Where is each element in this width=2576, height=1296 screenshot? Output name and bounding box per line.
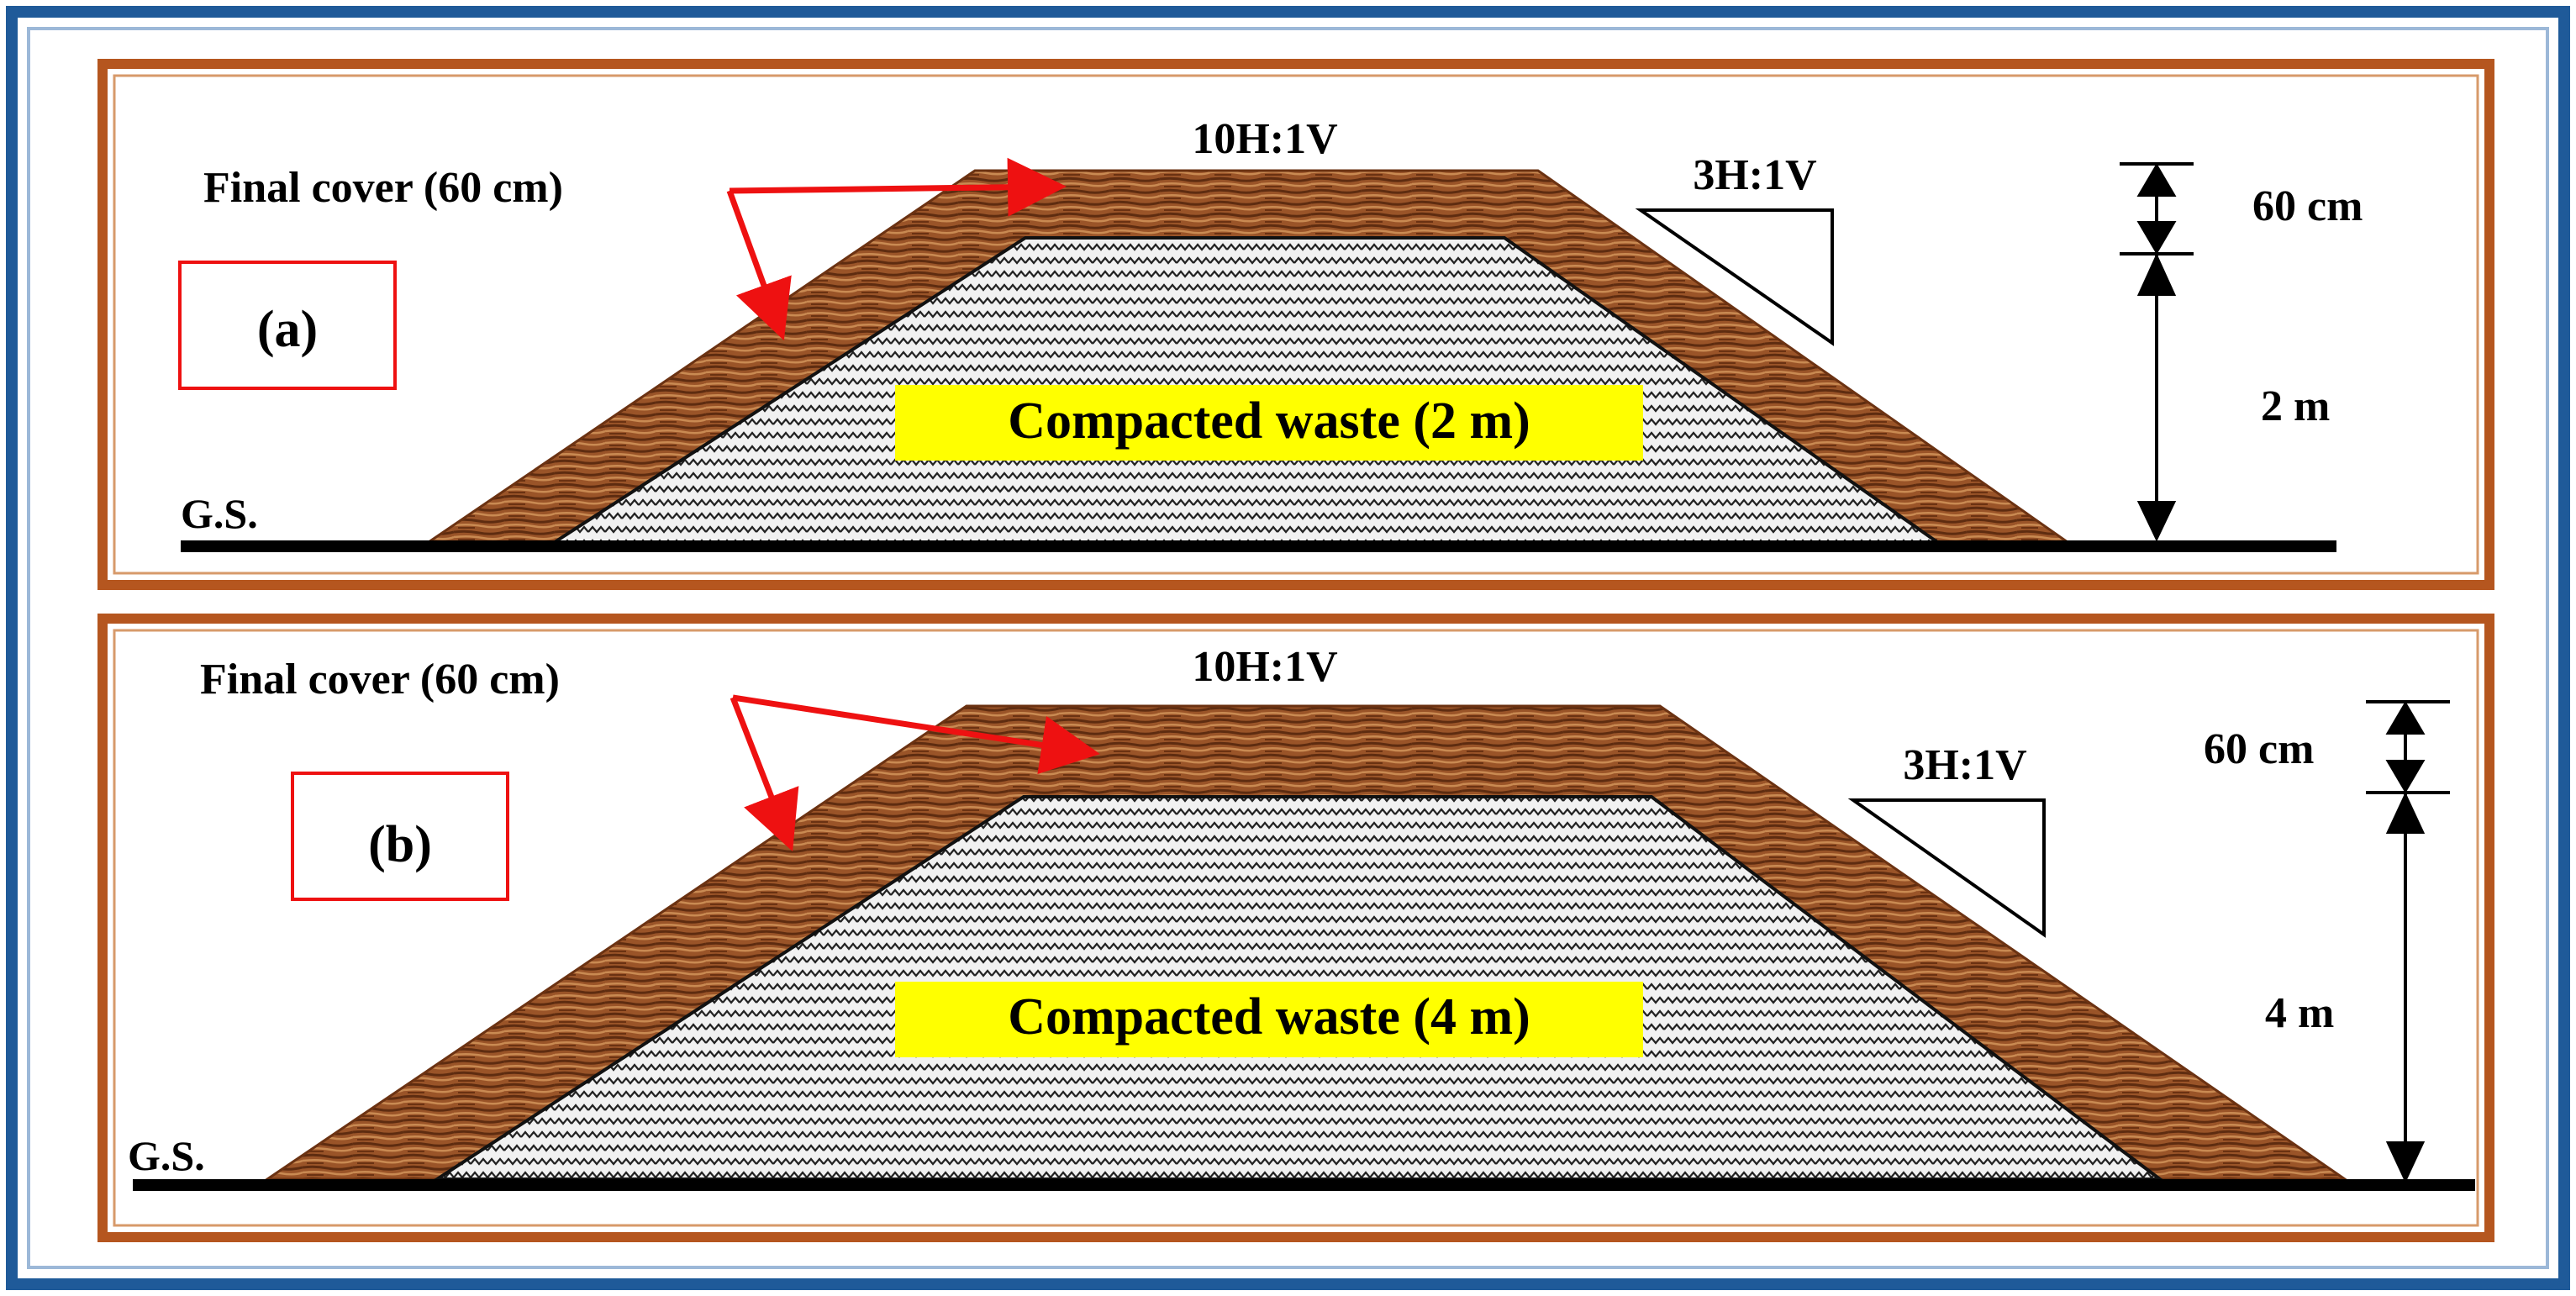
side-slope-label: 3H:1V (1903, 741, 2026, 789)
waste-label: Compacted waste (4 m) (1008, 988, 1530, 1046)
cover-thickness-label: 60 cm (2204, 725, 2314, 773)
side-slope-triangle (1847, 798, 2046, 938)
ground-surface-label: G.S. (181, 490, 258, 537)
panel-label-box (178, 261, 397, 390)
final-cover-arrow-top (729, 157, 1067, 217)
height-dimension (2366, 700, 2450, 1183)
final-cover-label: Final cover (60 cm) (203, 164, 563, 212)
cover-thickness-label: 60 cm (2252, 182, 2363, 230)
waste-label: Compacted waste (2 m) (1008, 392, 1530, 450)
waste-height-label: 4 m (2265, 989, 2334, 1037)
top-slope-label: 10H:1V (1192, 115, 1337, 163)
side-slope-label: 3H:1V (1693, 151, 1816, 199)
panel-label: (a) (257, 301, 318, 358)
panel-label: (b) (368, 816, 432, 873)
panel-b-frame-inner (113, 629, 2479, 1227)
panel-a-frame-inner (113, 74, 2479, 575)
panel-b: G.S. (b) Final cover (60 cm) 10H:1V 3H:1… (97, 614, 2494, 1242)
panel-label-box (291, 772, 509, 901)
final-cover-arrow-slope (726, 189, 792, 341)
panel-a: G.S. (a) Final cover (60 cm) 10H:1V 3H:1… (97, 59, 2494, 590)
final-cover-arrow-top (732, 694, 1100, 775)
top-slope-label: 10H:1V (1192, 643, 1337, 691)
waste-height-label: 2 m (2261, 382, 2330, 430)
final-cover-label: Final cover (60 cm) (200, 656, 560, 703)
height-dimension (2120, 162, 2194, 542)
ground-surface-label: G.S. (128, 1132, 205, 1179)
final-cover-arrow-slope (730, 696, 799, 852)
outer-frame-inner-line (27, 27, 2549, 1269)
waste-label-highlight (895, 982, 1643, 1057)
side-slope-triangle (1635, 208, 1834, 346)
waste-label-highlight (895, 385, 1643, 461)
